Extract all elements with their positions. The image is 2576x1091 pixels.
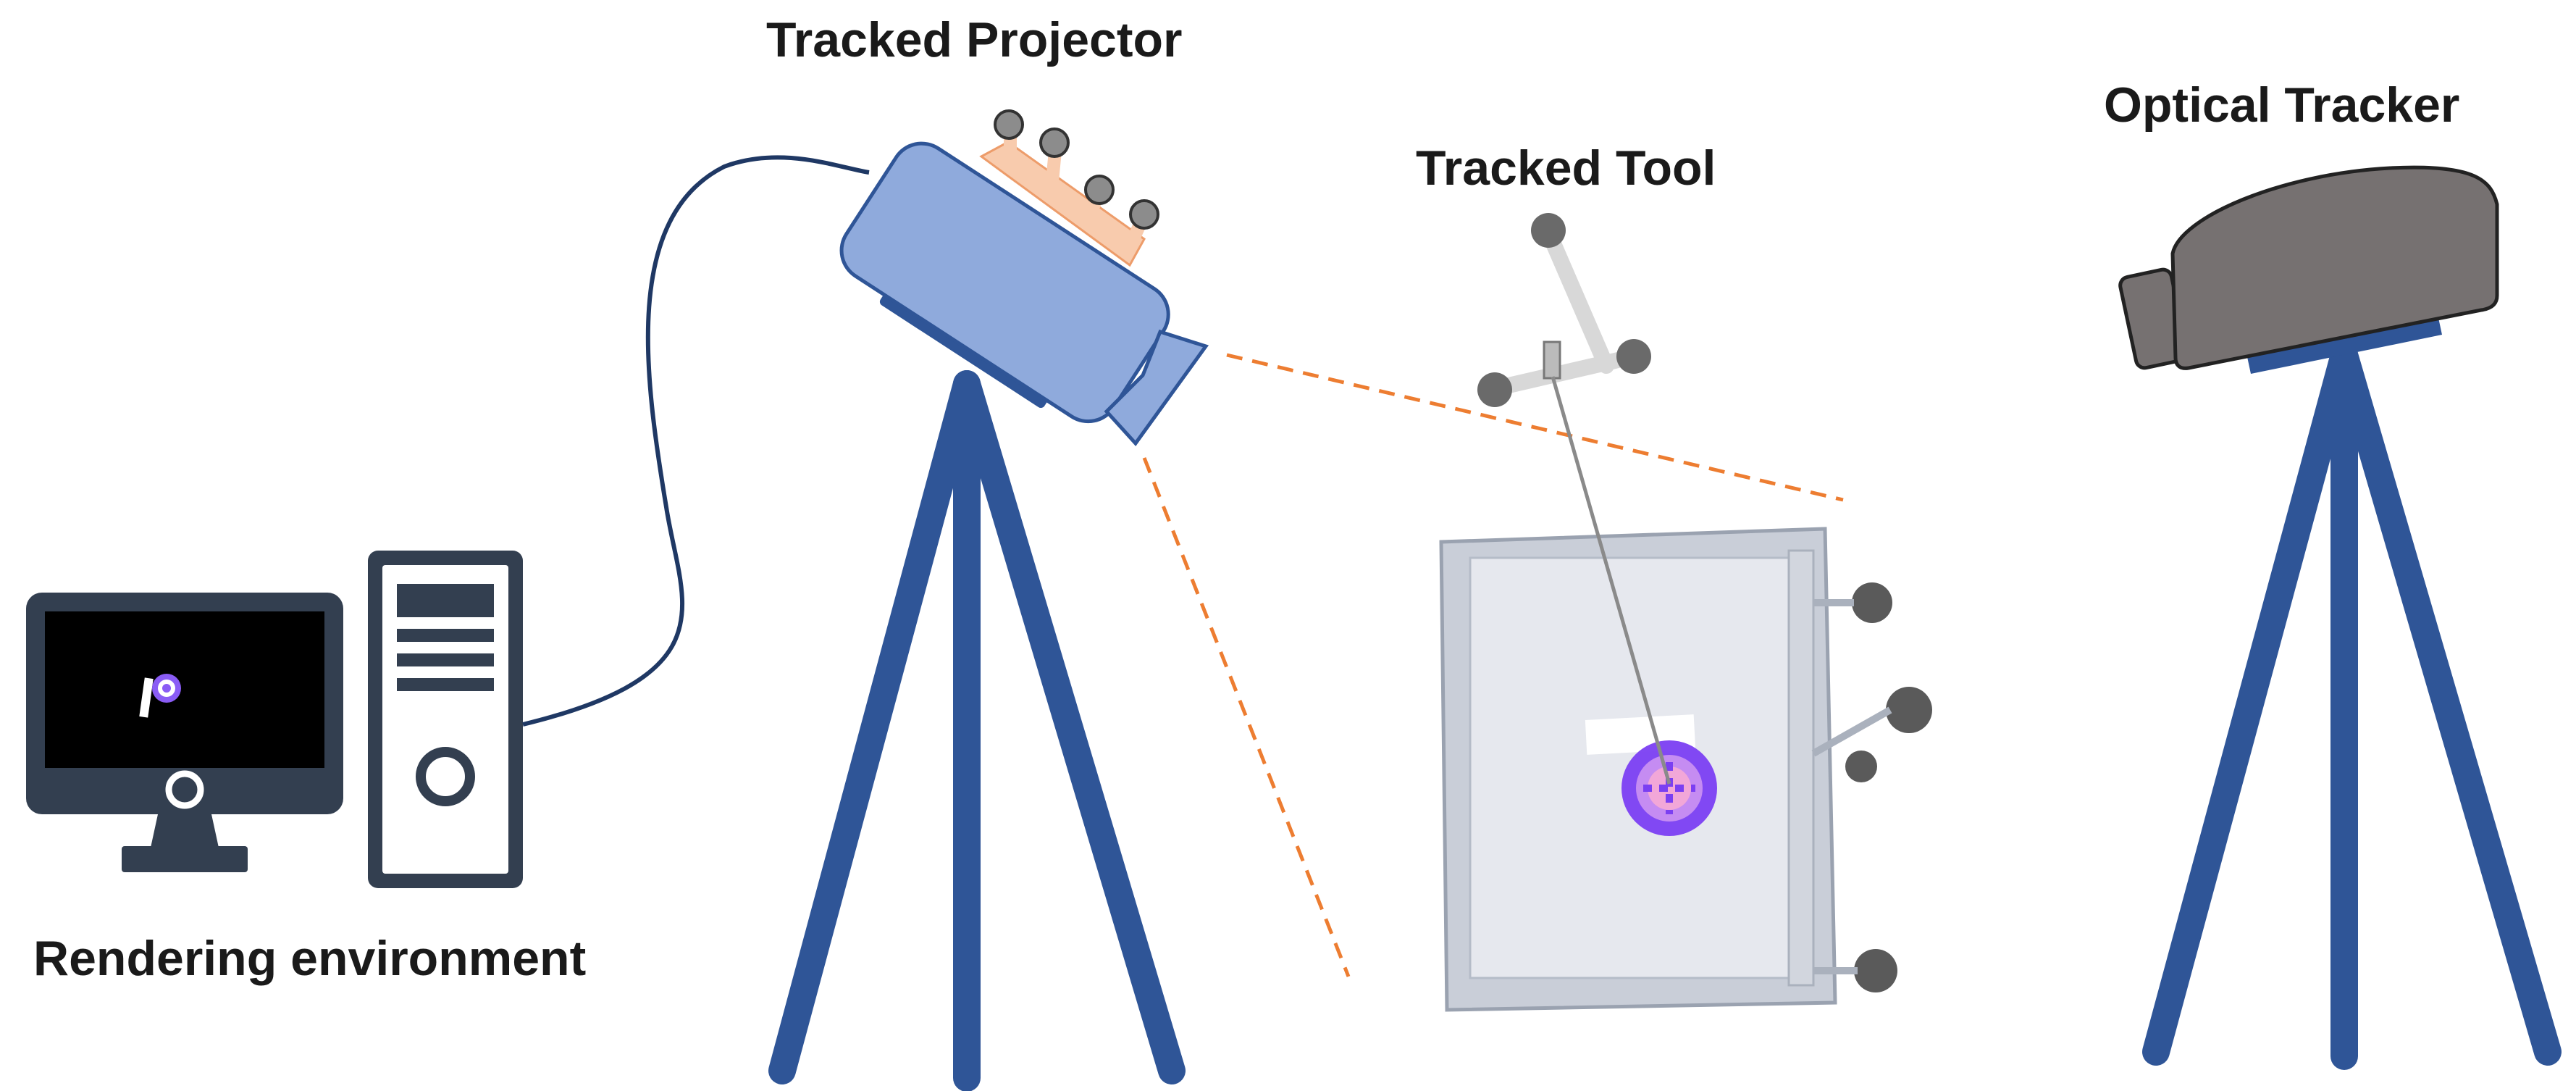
rendering-environment: Rendering environment xyxy=(26,551,586,986)
optical-tracker-icon xyxy=(2118,165,2499,370)
marker-sphere xyxy=(1531,213,1566,248)
monitor-icon xyxy=(26,593,343,872)
tracked-projector-label: Tracked Projector xyxy=(766,12,1182,67)
screen-rendering xyxy=(139,674,181,718)
marker-sphere xyxy=(994,109,1024,140)
optical-tracker-label: Optical Tracker xyxy=(2104,78,2459,133)
projector-marker-frame xyxy=(979,109,1159,267)
marker-sphere xyxy=(1129,199,1159,230)
marker-sphere xyxy=(1084,175,1115,205)
tripod-icon xyxy=(768,370,1186,1091)
marker-sphere xyxy=(1852,582,1892,623)
rendering-environment-label: Rendering environment xyxy=(33,931,586,986)
computer-tower-icon xyxy=(368,551,523,888)
phantom-box-icon xyxy=(1439,527,1932,1012)
tracked-projector: Tracked Projector xyxy=(766,12,1209,1091)
projection-lines xyxy=(1142,353,1844,977)
tracked-tool-icon xyxy=(1477,213,1671,785)
marker-sphere xyxy=(1854,949,1897,992)
marker-sphere xyxy=(1886,687,1932,733)
marker-sphere xyxy=(1845,751,1877,782)
marker-sphere xyxy=(1616,339,1651,374)
marker-sphere xyxy=(1477,372,1512,407)
cable xyxy=(522,155,870,727)
projector-icon xyxy=(839,109,1209,446)
tracked-tool: Tracked Tool xyxy=(1416,141,1716,785)
tripod-icon xyxy=(2142,341,2562,1070)
optical-tracker: Optical Tracker xyxy=(2104,78,2562,1070)
tracked-tool-label: Tracked Tool xyxy=(1416,141,1716,196)
projected-target xyxy=(1621,740,1717,836)
marker-sphere xyxy=(1039,128,1070,158)
